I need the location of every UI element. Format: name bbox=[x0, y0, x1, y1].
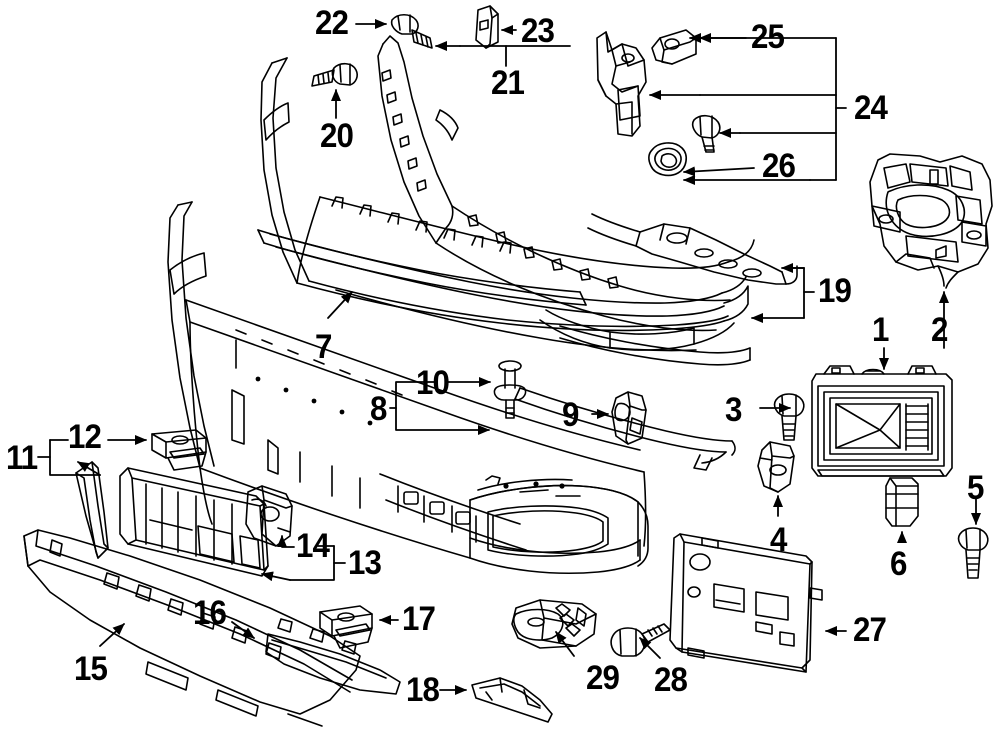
part-12-clip-nut bbox=[151, 429, 207, 471]
leader-lines bbox=[37, 19, 981, 695]
callout-2[interactable]: 2 bbox=[931, 311, 948, 349]
part-29-tow-hook-cover bbox=[511, 599, 597, 649]
part-5-screw bbox=[957, 527, 989, 579]
callout-24[interactable]: 24 bbox=[854, 89, 888, 127]
part-26-flange-nut bbox=[648, 142, 687, 177]
part-24-mounting-bracket bbox=[596, 31, 647, 137]
callout-7[interactable]: 7 bbox=[315, 328, 332, 366]
callout-20[interactable]: 20 bbox=[320, 117, 354, 155]
part-14-grille-bracket bbox=[245, 485, 293, 547]
part-8-lower-reinforcement bbox=[514, 387, 736, 471]
part-24-stud-bolt bbox=[691, 114, 721, 153]
callout-26[interactable]: 26 bbox=[762, 147, 796, 185]
callout-1[interactable]: 1 bbox=[872, 311, 889, 349]
callout-18[interactable]: 18 bbox=[406, 671, 440, 709]
callout-10[interactable]: 10 bbox=[416, 364, 450, 402]
part-4-retainer-clip bbox=[757, 441, 795, 493]
callout-16[interactable]: 16 bbox=[193, 594, 227, 632]
callout-6[interactable]: 6 bbox=[890, 545, 907, 583]
part-16-deflector-valance bbox=[265, 618, 401, 695]
callout-15[interactable]: 15 bbox=[74, 650, 108, 688]
part-23-bracket-insert bbox=[475, 5, 499, 49]
part-3-screw bbox=[773, 393, 805, 441]
callout-14[interactable]: 14 bbox=[296, 527, 330, 565]
callout-9[interactable]: 9 bbox=[562, 396, 579, 434]
part-21-grille-side-bracket bbox=[377, 35, 731, 332]
part-20-screw bbox=[311, 62, 358, 87]
callout-19[interactable]: 19 bbox=[818, 272, 852, 310]
part-7-bumper-cover bbox=[257, 57, 755, 352]
callout-12[interactable]: 12 bbox=[68, 418, 102, 456]
part-6-spacer-bushing bbox=[885, 477, 919, 527]
part-10-push-pin bbox=[493, 360, 527, 419]
part-19-side-support bbox=[559, 213, 798, 366]
callout-29[interactable]: 29 bbox=[586, 659, 620, 697]
callout-28[interactable]: 28 bbox=[654, 661, 688, 699]
callout-8[interactable]: 8 bbox=[370, 390, 387, 428]
part-11-end-cap bbox=[75, 461, 109, 559]
part-18-retainer-bracket bbox=[471, 677, 553, 723]
callout-22[interactable]: 22 bbox=[315, 4, 349, 42]
part-15-air-deflector bbox=[23, 529, 361, 727]
callout-11[interactable]: 11 bbox=[6, 439, 38, 477]
callout-4[interactable]: 4 bbox=[770, 521, 787, 559]
callout-27[interactable]: 27 bbox=[853, 611, 887, 649]
part-9-bracket-clip bbox=[611, 391, 647, 445]
part-25-bracket-pad bbox=[651, 29, 697, 65]
callout-17[interactable]: 17 bbox=[402, 600, 436, 638]
callout-5[interactable]: 5 bbox=[967, 469, 984, 507]
callout-3[interactable]: 3 bbox=[725, 391, 742, 429]
part-22-screw bbox=[390, 13, 433, 49]
part-13-lower-grille bbox=[119, 467, 269, 577]
callout-13[interactable]: 13 bbox=[348, 544, 382, 582]
part-17-clip-nut bbox=[319, 605, 373, 649]
part-28-hex-bolt bbox=[610, 623, 671, 657]
part-27-license-plate-bracket bbox=[669, 533, 823, 673]
callout-25[interactable]: 25 bbox=[751, 18, 785, 56]
main-bumper-reinforcement-bar bbox=[167, 201, 649, 574]
part-2-upper-bracket bbox=[869, 153, 993, 289]
callout-21[interactable]: 21 bbox=[491, 64, 525, 102]
callout-23[interactable]: 23 bbox=[521, 12, 555, 50]
part-1-lamp-assembly bbox=[811, 365, 953, 477]
